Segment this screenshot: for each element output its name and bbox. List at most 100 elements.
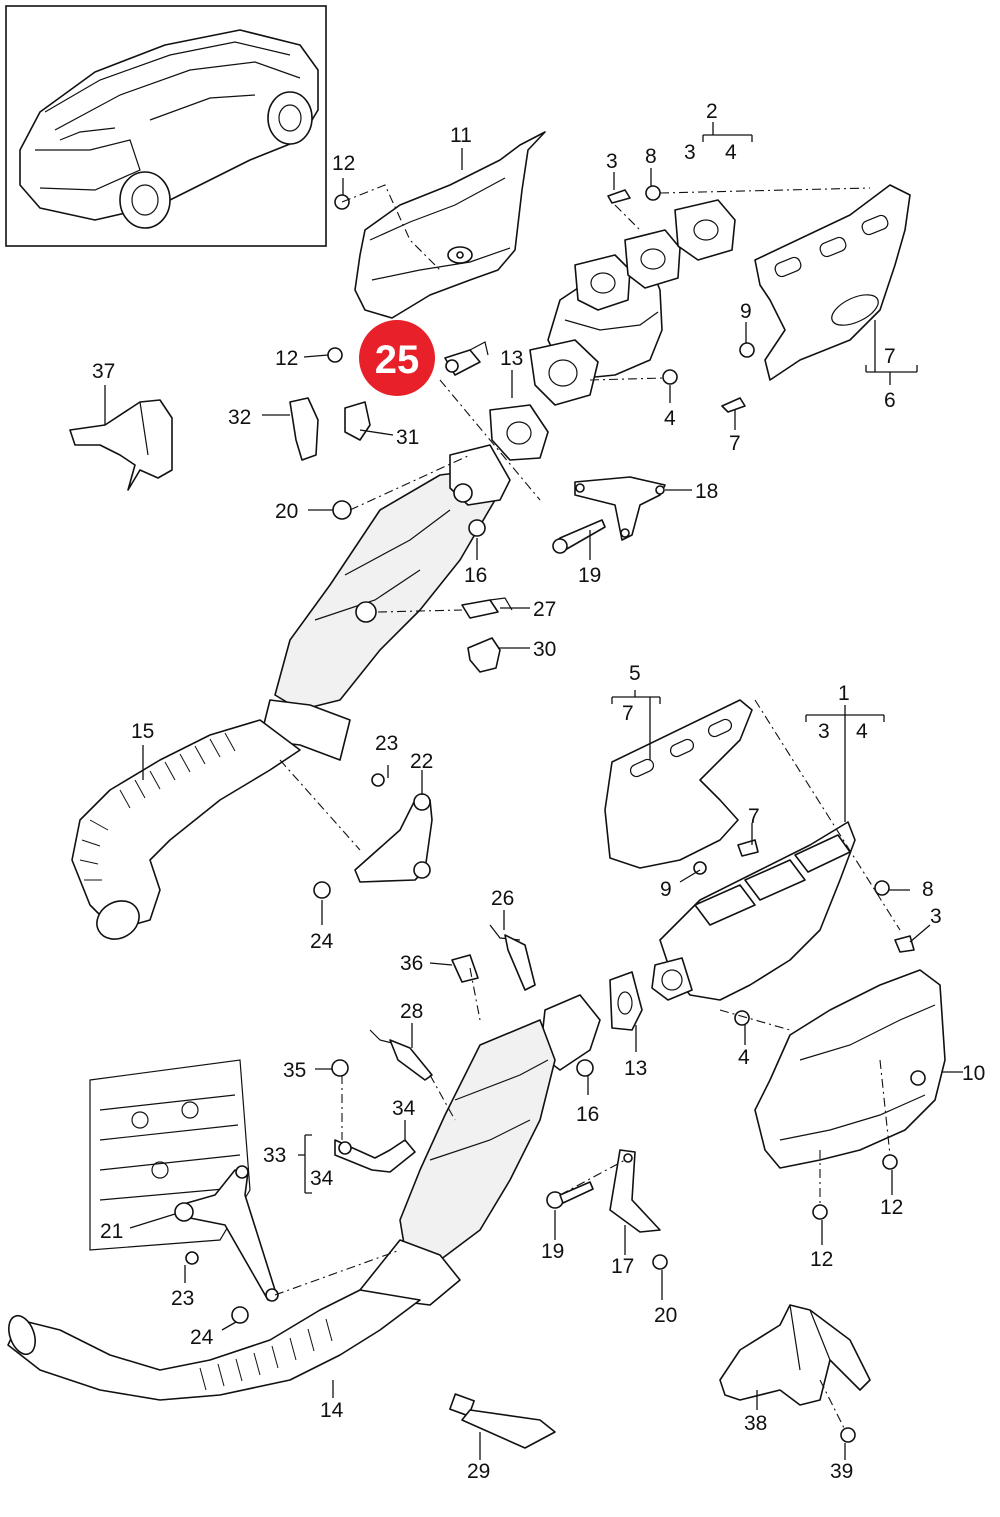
sensor-25 xyxy=(444,341,489,376)
fastener-screw-12c xyxy=(882,1154,898,1170)
leader-lines xyxy=(104,122,963,1460)
callout-17: 17 xyxy=(611,1255,634,1278)
highlight-badge-25[interactable]: 25 xyxy=(359,320,435,396)
callout-4: 4 xyxy=(725,141,737,164)
callout-24: 24 xyxy=(310,930,334,953)
fastener-nut-24b xyxy=(231,1306,249,1324)
callout-19: 19 xyxy=(578,564,601,587)
callout-9: 9 xyxy=(660,878,672,901)
alignment-lines xyxy=(274,184,901,1431)
fastener-bolt-20a xyxy=(332,500,352,520)
callout-13: 13 xyxy=(500,347,523,370)
clamp-31 xyxy=(344,401,371,441)
highlight-badge-circle[interactable] xyxy=(359,320,435,396)
fastener-clip-7a xyxy=(721,397,746,413)
callout-3: 3 xyxy=(930,905,942,928)
callout-7: 7 xyxy=(622,702,634,725)
highlight-badge-label[interactable]: 25 xyxy=(375,338,420,382)
callout-20: 20 xyxy=(275,500,298,523)
callout-22: 22 xyxy=(410,750,433,773)
callout-1: 1 xyxy=(838,682,850,705)
bracket-17 xyxy=(609,1149,661,1233)
callout-32: 32 xyxy=(228,406,251,429)
flange-gasket-13a xyxy=(449,339,599,506)
callout-15: 15 xyxy=(131,720,154,743)
bracket-18 xyxy=(574,476,666,541)
vehicle-thumbnail xyxy=(5,5,327,247)
heat-shield-38 xyxy=(719,1304,871,1406)
heat-shield-10 xyxy=(754,969,946,1169)
manifold-1 xyxy=(651,821,856,1001)
fastener-clip-7c xyxy=(737,839,759,857)
fastener-screw-23a xyxy=(371,773,385,787)
manifold-heat-shield-6 xyxy=(754,184,911,381)
callout-19: 19 xyxy=(541,1240,564,1263)
fastener-nut-8b xyxy=(874,880,890,896)
manifold-heat-shield-5 xyxy=(604,699,753,869)
callout-34: 34 xyxy=(392,1097,416,1120)
sensor-28 xyxy=(369,1029,433,1081)
sensor-27 xyxy=(461,597,513,619)
fastener-screw-23b xyxy=(185,1251,199,1265)
callout-23: 23 xyxy=(171,1287,194,1310)
fastener-screw-9b xyxy=(693,861,707,875)
bolt-19a xyxy=(552,519,606,554)
callout-12: 12 xyxy=(332,152,355,175)
callout-12: 12 xyxy=(810,1248,833,1271)
callout-30: 30 xyxy=(533,638,556,661)
callout-26: 26 xyxy=(491,887,514,910)
flange-gasket-13b xyxy=(609,971,643,1031)
fastener-bolt-19b xyxy=(546,1181,594,1209)
fastener-screw-20b xyxy=(652,1254,668,1270)
fastener-nut-8a xyxy=(645,185,661,201)
callout-7: 7 xyxy=(729,432,741,455)
heat-shield-11 xyxy=(354,131,546,319)
callout-36: 36 xyxy=(400,952,423,975)
callout-3: 3 xyxy=(818,720,830,743)
callout-21: 21 xyxy=(100,1220,123,1243)
callout-2: 2 xyxy=(706,100,718,123)
callout-14: 14 xyxy=(320,1399,344,1422)
sensor-26 xyxy=(489,924,536,991)
callout-12: 12 xyxy=(275,347,298,370)
callout-31: 31 xyxy=(396,426,419,449)
callout-labels: 1 2 3 4 3 8 11 12 12 13 9 7 6 4 7 37 32 … xyxy=(92,100,985,1483)
callout-8: 8 xyxy=(645,145,657,168)
callout-39: 39 xyxy=(830,1460,853,1483)
callout-16: 16 xyxy=(576,1103,599,1126)
callout-4: 4 xyxy=(856,720,868,743)
callout-3: 3 xyxy=(606,150,618,173)
fastener-screw-12b xyxy=(327,347,343,363)
fastener-nut-16a xyxy=(468,519,486,537)
exhaust-pipe-14 xyxy=(7,994,601,1401)
clamp-32 xyxy=(289,397,319,461)
callout-13: 13 xyxy=(624,1057,647,1080)
callout-12: 12 xyxy=(880,1196,903,1219)
fastener-screw-12d xyxy=(812,1204,828,1220)
callout-6: 6 xyxy=(884,389,896,412)
fastener-screw-4d xyxy=(734,1010,750,1026)
clip-36 xyxy=(451,954,479,983)
callout-37: 37 xyxy=(92,360,115,383)
callout-33: 33 xyxy=(263,1144,286,1167)
pipe-ribs-14 xyxy=(199,1318,333,1391)
callout-7: 7 xyxy=(884,345,896,368)
fastener-nut-16b xyxy=(576,1059,594,1077)
callout-28: 28 xyxy=(400,1000,423,1023)
fastener-screw-39 xyxy=(840,1427,856,1443)
bracket-22 xyxy=(354,793,433,883)
callout-10: 10 xyxy=(962,1062,985,1085)
callout-34: 34 xyxy=(310,1167,334,1190)
callout-8: 8 xyxy=(922,878,934,901)
exhaust-pipe-15 xyxy=(71,469,496,940)
fastener-screw-4a xyxy=(662,369,678,385)
fastener-screw-9a xyxy=(739,342,755,358)
fastener-clip-3a xyxy=(607,189,631,204)
callout-38: 38 xyxy=(744,1412,767,1435)
callout-27: 27 xyxy=(533,598,556,621)
callout-5: 5 xyxy=(629,662,641,685)
bracket-21 xyxy=(174,1165,279,1302)
callout-4: 4 xyxy=(738,1046,750,1069)
bracket-34 xyxy=(334,1139,416,1173)
